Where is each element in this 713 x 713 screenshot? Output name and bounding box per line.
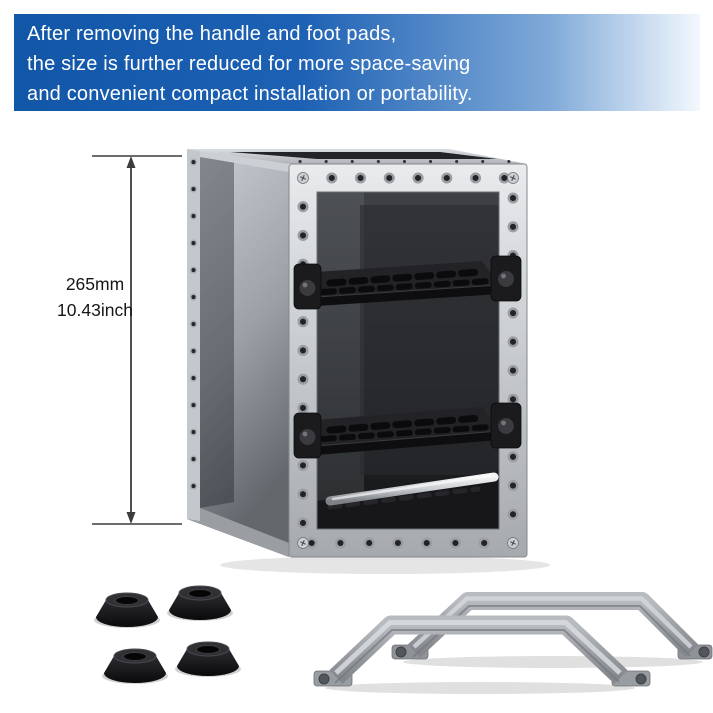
rack-side-panel xyxy=(187,149,289,557)
foot-pad xyxy=(94,592,160,628)
chrome-slide-rail xyxy=(325,472,499,506)
lower-left-bracket xyxy=(293,412,322,459)
foot-pad xyxy=(102,648,168,684)
shelf-brackets xyxy=(293,255,522,459)
upper-shelf xyxy=(317,261,499,306)
lower-shelf xyxy=(317,407,499,455)
handle-screw-hole xyxy=(318,673,330,685)
arrow-down-icon xyxy=(126,512,136,524)
upper-left-bracket xyxy=(293,263,322,310)
info-banner: After removing the handle and foot pads,… xyxy=(14,14,700,111)
bottom-base xyxy=(317,471,499,529)
foot-pads xyxy=(94,585,241,684)
lower-right-bracket xyxy=(490,402,522,449)
handles xyxy=(313,592,713,694)
upper-right-bracket xyxy=(490,255,522,302)
rack-top-face xyxy=(187,149,527,164)
foot-pad xyxy=(175,641,241,677)
dimension-inch: 10.43inch xyxy=(57,300,133,320)
handle-front xyxy=(313,615,651,694)
cabinet-shadow xyxy=(220,556,550,574)
rack-interior xyxy=(317,192,499,529)
dimension-mm: 265mm xyxy=(65,274,125,294)
handle-screw-hole xyxy=(635,673,647,685)
banner-line-3: and convenient compact installation or p… xyxy=(27,83,473,105)
corner-screws xyxy=(297,172,519,549)
handle-screw-hole xyxy=(698,646,710,658)
foot-pad xyxy=(167,585,233,621)
banner-line-2: the size is further reduced for more spa… xyxy=(27,53,471,75)
arrow-up-icon xyxy=(126,156,136,168)
handle-screw-hole xyxy=(395,646,407,658)
dimension-label: 265mm 10.43inch xyxy=(30,271,160,323)
dimension-markers xyxy=(92,155,182,525)
rack-cabinet xyxy=(187,149,528,558)
banner-line-1: After removing the handle and foot pads, xyxy=(27,23,397,45)
